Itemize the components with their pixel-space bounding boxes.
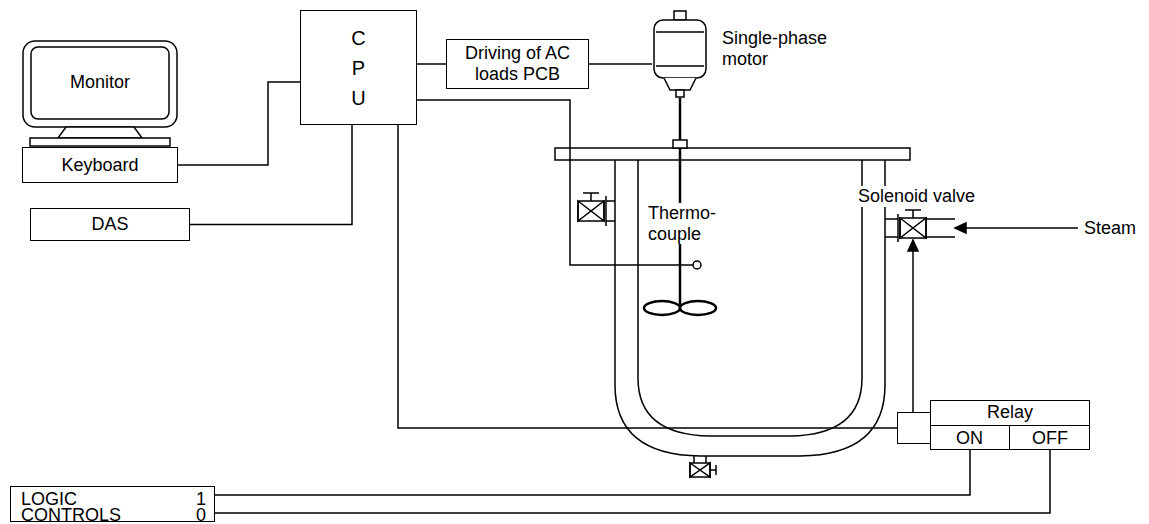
- monitor-outline: [22, 40, 178, 147]
- motor-symbol: Single-phase motor: [652, 10, 708, 98]
- signal-wire: [178, 82, 300, 165]
- signal-wire: [417, 63, 446, 65]
- node-label: 0: [196, 506, 206, 524]
- outlet-valve: [578, 193, 615, 226]
- relay-off-cell: OFF: [1010, 425, 1090, 450]
- node-label: C P U: [347, 23, 371, 113]
- relay-on-cell: ON: [930, 425, 1010, 450]
- tank-jacket: [615, 160, 885, 456]
- signal-wire: [589, 63, 652, 65]
- signal-wire: [215, 450, 970, 495]
- node-label: CONTROLS: [21, 506, 121, 524]
- solenoid-valve-symbol: [885, 210, 955, 242]
- node-label: ON: [956, 428, 983, 449]
- steam-label: Steam: [1084, 218, 1144, 239]
- keyboard-box: Keyboard: [22, 147, 178, 183]
- signal-wire: [190, 125, 352, 225]
- node-label: Keyboard: [61, 155, 138, 176]
- thermocouple-label: Thermo- couple: [648, 203, 724, 244]
- relay-box: RelayON OFF: [897, 400, 1090, 450]
- valve-label: Solenoid valve: [858, 186, 998, 207]
- drain-valve: [690, 456, 716, 477]
- node-label: Relay: [930, 400, 1090, 425]
- logic-controls-box: LOGIC1CONTROLS0: [10, 486, 215, 522]
- shaft-coupling: [673, 140, 687, 148]
- agitator-blade: [644, 301, 680, 315]
- driver-pcb-box: Driving of AC loads PCB: [446, 39, 589, 88]
- relay-actuation-arrow: [908, 240, 918, 412]
- agitator-blade: [680, 301, 716, 315]
- steam-arrow: [955, 223, 1078, 233]
- motor-outline: [652, 10, 708, 98]
- node-label: DAS: [91, 214, 128, 235]
- relay-terminal: [897, 412, 931, 444]
- node-label: OFF: [1032, 428, 1068, 449]
- tank-vessel: [638, 160, 862, 436]
- signal-wire: [398, 125, 897, 428]
- das-box: DAS: [30, 208, 190, 241]
- motor-label: Single-phase motor: [722, 28, 847, 69]
- tank-lid: [555, 148, 910, 160]
- node-label: Driving of AC loads PCB: [452, 43, 583, 84]
- cpu-box: C P U: [300, 10, 417, 125]
- signal-wire: [215, 450, 1050, 513]
- thermocouple-probe: [693, 261, 701, 269]
- monitor-display: Monitor: [22, 40, 178, 147]
- agitator-shaft: [679, 98, 682, 305]
- node-label: Monitor: [70, 72, 130, 93]
